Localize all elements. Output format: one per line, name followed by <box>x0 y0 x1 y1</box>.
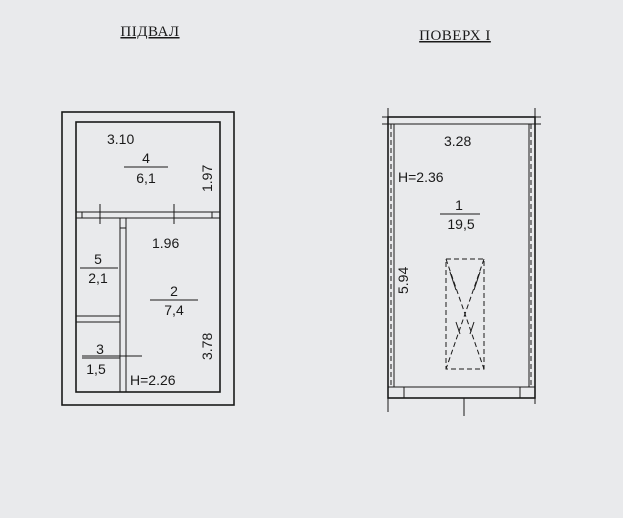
floor1-bottom-wall <box>387 386 536 416</box>
floor1-top-wall-extension <box>382 108 541 130</box>
floor1-ceiling-height: H=2.36 <box>398 169 444 185</box>
room-1-number: 1 <box>455 197 463 213</box>
room-5-number: 5 <box>94 251 102 267</box>
floor1-title: ПОВЕРХ I <box>419 28 491 44</box>
dim-room4-height: 1.97 <box>199 165 215 192</box>
basement-outer-wall <box>61 111 235 406</box>
dim-floor1-width: 3.28 <box>444 133 471 149</box>
basement-ceiling-height: H=2.26 <box>130 372 176 388</box>
room-5-area: 2,1 <box>88 270 108 286</box>
partition-room3 <box>82 355 142 359</box>
room-3-number: 3 <box>96 341 104 357</box>
dim-room2-height: 3.78 <box>199 333 215 360</box>
room-2-number: 2 <box>170 283 178 299</box>
dim-basement-top-width: 3.10 <box>107 131 134 147</box>
dim-floor1-length: 5.94 <box>395 267 411 294</box>
floor1-hatch-opening <box>445 258 485 370</box>
room-1-area: 19,5 <box>447 216 474 232</box>
floor1-plan: ПОВЕРХ I 3.28 H=2.36 1 19,5 5.94 <box>382 28 541 416</box>
room-2-area: 7,4 <box>164 302 184 318</box>
room-4-number: 4 <box>142 150 150 166</box>
partition-room4 <box>76 204 220 224</box>
basement-inner-wall <box>75 121 221 393</box>
partition-room5-room3 <box>76 315 120 323</box>
room-4-area: 6,1 <box>136 170 156 186</box>
basement-title: ПІДВАЛ <box>120 24 179 40</box>
dim-room2-width: 1.96 <box>152 235 179 251</box>
partition-room2 <box>119 218 127 392</box>
room-3-area: 1,5 <box>86 361 106 377</box>
basement-plan: ПІДВАЛ 3.10 <box>61 24 235 406</box>
